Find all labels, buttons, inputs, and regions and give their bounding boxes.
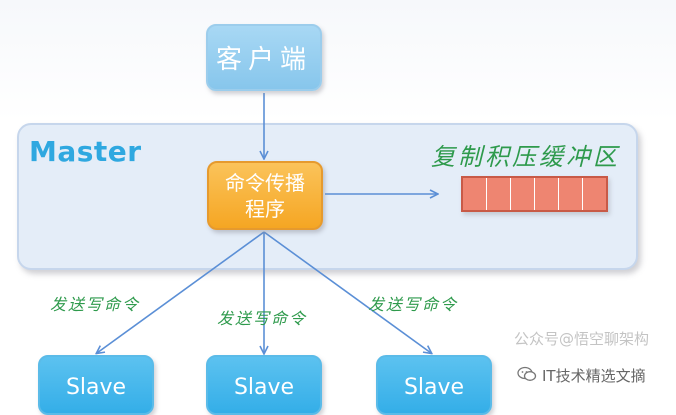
buffer-cell — [583, 178, 606, 210]
slave-node-3: Slave — [376, 355, 492, 415]
buffer-cell — [511, 178, 535, 210]
buffer-cell — [463, 178, 487, 210]
arrow-to-slave-1 — [97, 231, 265, 353]
buffer-cell — [559, 178, 583, 210]
slave-label: Slave — [403, 375, 465, 400]
connector-arrows — [0, 93, 676, 404]
wechat-icon — [517, 366, 537, 386]
propagator-label-line2: 程序 — [245, 196, 285, 221]
arrow-to-slave-3 — [263, 231, 431, 353]
buffer-cell — [487, 178, 511, 210]
send-write-command-label-1: 发送写命令 — [50, 295, 141, 314]
watermark-account: 公众号@悟空聊架构 — [514, 330, 650, 348]
slave-node-2: Slave — [206, 355, 322, 415]
watermark-credit: IT技术精选文摘 — [514, 364, 649, 387]
slave-label: Slave — [65, 375, 127, 400]
backlog-buffer — [461, 176, 608, 212]
send-write-command-label-2: 发送写命令 — [217, 309, 308, 328]
master-title: Master — [29, 135, 142, 168]
command-propagator-node: 命令传播 程序 — [207, 161, 323, 230]
client-node: 客户端 — [206, 24, 322, 91]
slave-label: Slave — [233, 375, 295, 400]
credit-text: IT技术精选文摘 — [542, 367, 646, 385]
client-label: 客户端 — [215, 45, 312, 75]
send-write-command-label-3: 发送写命令 — [368, 295, 459, 314]
backlog-buffer-label: 复制积压缓冲区 — [431, 143, 620, 171]
propagator-label-line1: 命令传播 — [225, 170, 305, 195]
buffer-cell — [535, 178, 559, 210]
slave-node-1: Slave — [38, 355, 154, 415]
